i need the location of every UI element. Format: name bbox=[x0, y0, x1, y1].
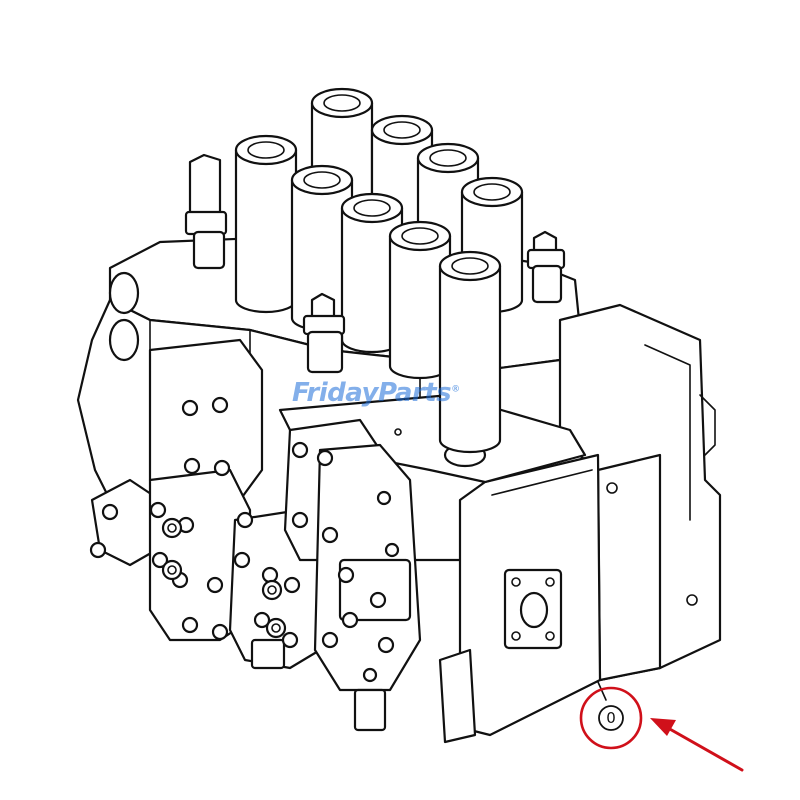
callout-arrow bbox=[650, 718, 744, 772]
relief-valve-right bbox=[526, 230, 566, 304]
callout-label: 0 bbox=[606, 709, 616, 727]
callout-marker bbox=[579, 681, 643, 750]
callout-circle bbox=[579, 686, 643, 750]
callout-label-ring bbox=[598, 705, 624, 731]
bolt-heads bbox=[89, 396, 400, 683]
pilot-cylinders-front bbox=[234, 134, 502, 454]
relief-valve-left bbox=[184, 153, 228, 270]
relief-valve-center bbox=[302, 292, 346, 374]
front-block bbox=[438, 453, 602, 744]
